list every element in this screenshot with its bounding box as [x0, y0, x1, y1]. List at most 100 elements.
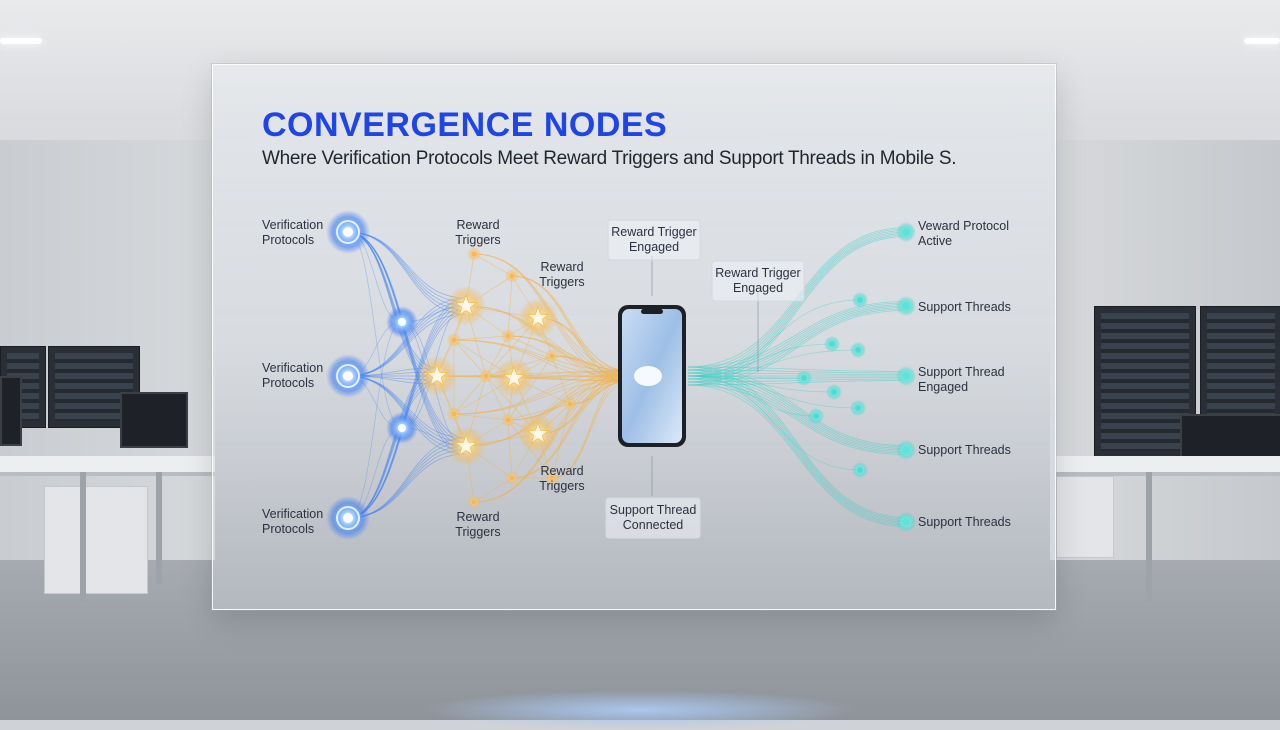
support-label: Support Thread: [918, 365, 1005, 379]
support-fiber: [687, 302, 907, 371]
verification-link: [347, 301, 467, 519]
support-fiber: [687, 230, 907, 374]
desk: [0, 456, 215, 476]
support-fiber: [687, 308, 907, 383]
support-fiber: [687, 366, 907, 372]
reward-link: [507, 275, 513, 337]
support-label: Active: [918, 234, 952, 248]
reward-link: [453, 375, 487, 415]
reward-dot: [509, 475, 515, 481]
support-fiber: [687, 305, 907, 377]
support-fiber: [687, 236, 907, 386]
support-node: [902, 302, 910, 310]
callout-support-connected-text: Support Thread: [610, 503, 697, 517]
reward-fiber: [453, 339, 631, 382]
phone-core-glow: [634, 366, 662, 386]
support-fiber: [687, 304, 907, 374]
reward-link: [485, 375, 509, 421]
reward-label: Reward: [540, 260, 583, 274]
reward-dot: [451, 411, 457, 417]
reward-label: Triggers: [455, 233, 500, 247]
callout-reward-engaged-text: Engaged: [629, 240, 679, 254]
reward-link: [453, 339, 487, 377]
reward-label: Reward: [540, 464, 583, 478]
support-fiber: [687, 372, 907, 521]
reward-link: [485, 335, 509, 377]
reward-dot: [471, 499, 477, 505]
drawer-cabinet: [1056, 476, 1114, 558]
reward-link: [507, 419, 513, 479]
support-fiber: [687, 378, 907, 452]
reward-dot: [505, 333, 511, 339]
support-fiber: [687, 378, 907, 524]
reward-label: Reward: [456, 218, 499, 232]
support-dot: [831, 389, 837, 395]
reward-fiber: [507, 335, 631, 382]
star-icon: [526, 421, 550, 445]
support-node: [902, 446, 910, 454]
support-fiber: [687, 366, 907, 446]
ceiling-light: [1244, 38, 1280, 44]
support-fiber: [687, 369, 907, 520]
support-fiber: [687, 381, 907, 526]
support-fiber: [687, 369, 907, 448]
support-node: [902, 372, 910, 380]
support-dot: [813, 413, 819, 419]
callout-support-connected-box: [605, 497, 701, 539]
support-dot: [829, 341, 835, 347]
support-dot: [855, 347, 861, 353]
page-title: CONVERGENCE NODES: [262, 106, 668, 144]
reward-link: [473, 477, 513, 503]
callout-support-connected-text: Connected: [623, 518, 684, 532]
verification-orb-core: [343, 227, 353, 237]
support-fiber: [687, 299, 861, 377]
reward-dot: [549, 475, 555, 481]
support-dot: [857, 467, 863, 473]
reward-fiber: [551, 380, 631, 479]
support-fiber: [687, 384, 907, 455]
desk: [1056, 456, 1280, 476]
reward-dot: [549, 353, 555, 359]
callout-reward-engaged-right-text: Engaged: [733, 281, 783, 295]
verification-label: Verification: [262, 507, 323, 521]
drawer-cabinet: [44, 486, 148, 594]
support-fiber: [687, 343, 833, 377]
support-label: Support Threads: [918, 443, 1011, 457]
support-label: Support Threads: [918, 515, 1011, 529]
smartphone-icon: [618, 305, 686, 447]
verification-orb-core: [343, 513, 353, 523]
support-fiber: [687, 375, 817, 417]
reward-dot: [509, 273, 515, 279]
support-fiber: [687, 233, 907, 380]
reward-link: [507, 335, 553, 357]
reward-label: Reward: [456, 510, 499, 524]
phone-notch: [641, 309, 663, 314]
server-rack: [1094, 306, 1196, 458]
support-fiber: [687, 381, 907, 454]
reward-link: [453, 413, 509, 421]
star-icon: [425, 363, 449, 387]
verification-link: [347, 231, 467, 455]
support-node: [902, 518, 910, 526]
node-layer: [326, 210, 916, 540]
verification-label: Protocols: [262, 522, 314, 536]
support-fiber: [687, 384, 907, 527]
monitor: [0, 376, 22, 446]
reward-label: Triggers: [539, 275, 584, 289]
verification-link: [347, 297, 467, 519]
support-fiber: [687, 372, 907, 449]
star-icon: [454, 293, 478, 317]
monitor: [120, 392, 188, 448]
label-layer: VerificationProtocolsVerificationProtoco…: [262, 218, 1011, 539]
star-icon: [502, 365, 526, 389]
verification-orb-core: [398, 424, 406, 432]
support-fiber: [687, 366, 907, 518]
verification-orb-core: [398, 318, 406, 326]
support-fiber: [687, 369, 907, 374]
reward-label: Triggers: [455, 525, 500, 539]
desk-leg: [80, 472, 86, 602]
reward-fiber: [511, 380, 631, 479]
callout-reward-engaged-text: Reward Trigger: [611, 225, 696, 239]
reward-fiber: [465, 380, 631, 447]
